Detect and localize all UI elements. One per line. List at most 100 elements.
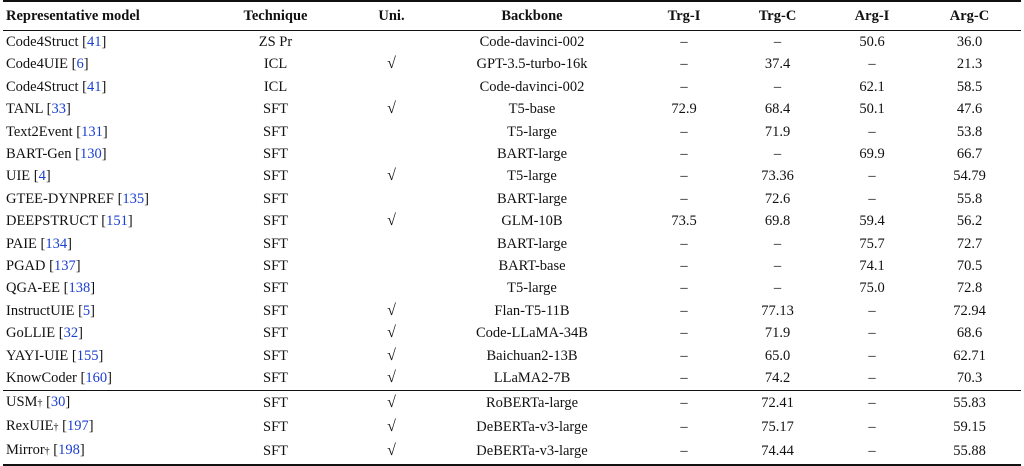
citation-link[interactable]: 4 (38, 168, 46, 185)
technique-cell: SFT (263, 146, 288, 163)
arg-c-cell: 62.71 (953, 347, 986, 364)
technique-cell: SFT (263, 168, 288, 185)
citation-link[interactable]: 137 (53, 258, 76, 275)
technique-cell: SFT (263, 443, 288, 460)
header-trg-i: Trg-I (667, 8, 701, 24)
citation-link[interactable]: 32 (63, 325, 79, 342)
arg-c-cell: 66.7 (956, 146, 983, 163)
trg-i-cell: – (680, 370, 688, 387)
citation-link[interactable]: 160 (85, 370, 108, 387)
header-uni: Uni. (378, 8, 405, 24)
model-name: Code4Struct (6, 34, 79, 50)
backbone-cell: Code-davinci-002 (479, 78, 585, 95)
citation-link[interactable]: 41 (86, 34, 102, 50)
citation-link[interactable]: 130 (79, 146, 102, 163)
trg-c-cell: 71.9 (764, 123, 791, 140)
trg-i-cell: – (680, 280, 688, 297)
backbone-cell: BART-large (496, 235, 567, 252)
model-name: GTEE-DYNPREF (6, 190, 114, 207)
arg-c-cell: 55.83 (953, 394, 986, 411)
dagger-mark: † (53, 421, 59, 433)
model-cell: InstructUIE [5] (6, 302, 96, 319)
arg-i-cell: – (868, 168, 876, 185)
trg-c-cell: 72.6 (764, 190, 791, 207)
uni-cell (358, 31, 425, 54)
citation-link[interactable]: 30 (50, 393, 66, 410)
arg-c-cell: 72.8 (956, 280, 983, 297)
uni-cell (358, 277, 425, 299)
trg-i-cell: – (680, 235, 688, 252)
model-cell: GTEE-DYNPREF [135] (6, 190, 150, 207)
citation-link[interactable]: 134 (45, 235, 68, 252)
citation-link[interactable]: 151 (106, 213, 128, 230)
check-mark: √ (387, 442, 396, 460)
model-cell: BART-Gen [130] (6, 146, 107, 163)
check-mark: √ (387, 212, 396, 230)
dagger-mark: † (37, 397, 43, 409)
trg-i-cell: – (680, 258, 688, 275)
check-mark: √ (387, 393, 396, 411)
citation-link[interactable]: 198 (58, 442, 80, 459)
header-representative-model: Representative model (6, 8, 140, 24)
trg-i-cell: – (680, 146, 688, 163)
check-mark: √ (387, 417, 396, 435)
trg-i-cell: – (680, 78, 688, 95)
table-row: UIE [4]SFT√T5-large–73.36–54.79 (3, 165, 1021, 187)
model-cell: GoLLIE [32] (6, 325, 83, 342)
model-cell: USM† [30] (6, 393, 71, 410)
arg-i-cell: 59.4 (859, 213, 885, 230)
citation-link[interactable]: 131 (81, 123, 103, 140)
check-mark: √ (387, 369, 396, 387)
arg-i-cell: – (868, 394, 876, 411)
model-name: TANL (6, 101, 43, 118)
backbone-cell: BART-large (496, 146, 567, 163)
uni-cell (358, 255, 425, 277)
arg-i-cell: – (868, 123, 876, 140)
model-cell: QGA-EE [138] (6, 280, 96, 297)
uni-cell (358, 143, 425, 165)
backbone-cell: LLaMA2-7B (493, 370, 571, 387)
model-name: KnowCoder (6, 370, 77, 387)
uni-cell: √ (358, 345, 425, 367)
citation-link[interactable]: 197 (66, 417, 89, 434)
uni-cell: √ (358, 98, 425, 120)
technique-cell: SFT (263, 394, 288, 411)
trg-c-cell: – (773, 34, 782, 50)
trg-c-cell: 74.2 (764, 370, 791, 387)
trg-c-cell: 72.41 (761, 394, 794, 411)
trg-i-cell: 73.5 (671, 213, 697, 230)
arg-i-cell: 74.1 (859, 258, 885, 275)
model-name: DEEPSTRUCT (6, 213, 98, 230)
header-backbone: Backbone (501, 8, 563, 24)
citation-link[interactable]: 5 (82, 302, 91, 319)
model-cell: Mirror† [198] (6, 442, 85, 459)
backbone-cell: RoBERTa-large (485, 394, 579, 411)
arg-i-cell: 69.9 (859, 146, 885, 163)
results-table-container: Representative model Technique Uni. Back… (3, 0, 1021, 466)
technique-cell: SFT (263, 235, 288, 252)
trg-i-cell: – (680, 123, 688, 140)
citation-link[interactable]: 138 (68, 280, 91, 297)
technique-cell: SFT (263, 418, 288, 435)
arg-i-cell: 50.1 (859, 101, 885, 118)
table-row: InstructUIE [5]SFT√Flan-T5-11B–77.13–72.… (3, 300, 1021, 322)
backbone-cell: T5-large (507, 123, 557, 140)
check-mark: √ (387, 167, 396, 185)
arg-c-cell: 56.2 (956, 213, 983, 230)
citation-link[interactable]: 155 (76, 347, 99, 364)
trg-c-cell: 68.4 (764, 101, 791, 118)
citation-link[interactable]: 135 (122, 190, 145, 207)
uni-cell: √ (358, 439, 425, 464)
model-cell: Code4Struct [41] (6, 78, 107, 95)
citation-link[interactable]: 6 (76, 56, 84, 73)
technique-cell: SFT (263, 213, 288, 230)
citation-link[interactable]: 41 (86, 78, 102, 95)
citation-link[interactable]: 33 (51, 101, 66, 118)
arg-i-cell: – (868, 325, 876, 342)
trg-i-cell: – (680, 325, 688, 342)
model-name: GoLLIE (6, 325, 56, 342)
